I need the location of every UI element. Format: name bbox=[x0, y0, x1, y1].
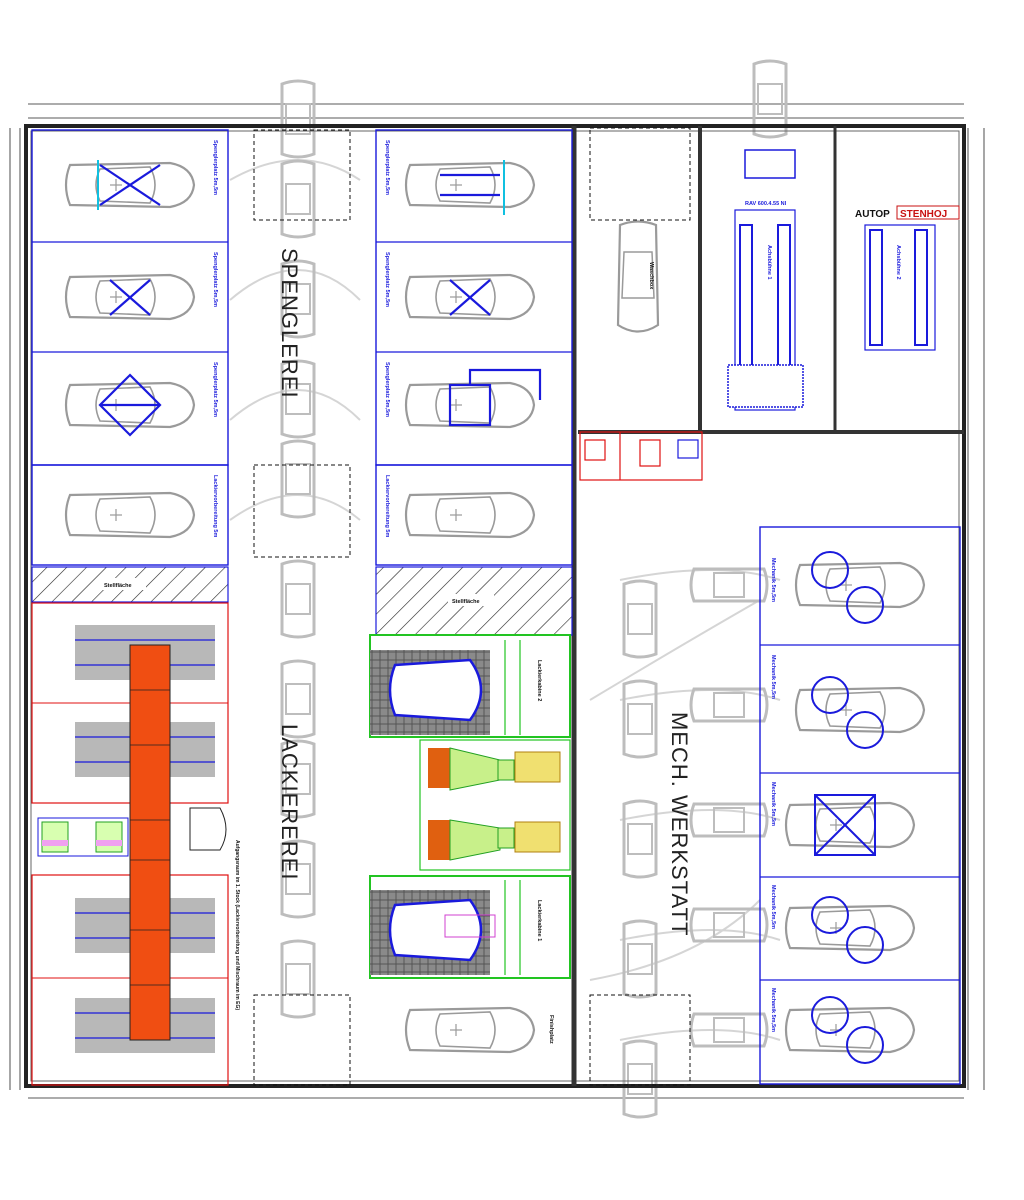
air-units bbox=[419, 739, 571, 871]
mechanik-label-1: Mechanik 5m,5m bbox=[770, 558, 776, 602]
mechanik-label-4: Mechanik 5m,5m bbox=[770, 885, 776, 929]
lackiervorber-label-r: Lackiervorbereitung 5m bbox=[384, 475, 390, 537]
spengler-bays-right: Spenglerplatz 5m,5m Spenglerplatz 5m,5m … bbox=[375, 129, 573, 466]
spengler-label-r1: Spenglerplatz 5m,5m bbox=[384, 140, 390, 195]
zone-spenglerei: SPENGLEREI bbox=[277, 248, 302, 399]
spengler-label-l3: Spenglerplatz 5m,5m bbox=[212, 362, 218, 417]
spengler-label-r2: Spenglerplatz 5m,5m bbox=[384, 252, 390, 307]
lackierkabine-2-label: Lackierkabine 2 bbox=[536, 660, 542, 701]
brand-logo: AUTOP STENHOJ bbox=[853, 205, 961, 220]
stellflaeche-areas: Stellfläche Stellfläche bbox=[31, 566, 573, 636]
achsbuehne-2: Achsbühne 2 bbox=[864, 224, 936, 351]
lackierkabine-2: Lackierkabine 2 bbox=[369, 634, 571, 738]
spengler-label-l2: Spenglerplatz 5m,5m bbox=[212, 252, 218, 307]
dashed-openings bbox=[253, 127, 691, 1086]
zone-lackiererei: LACKIEREREI bbox=[277, 724, 302, 881]
lackierkabine-1: Lackierkabine 1 bbox=[369, 875, 571, 979]
mechanik-label-2: Mechanik 5m,5m bbox=[770, 655, 776, 699]
aufgang-label: Aufgangsraum im 1. Stock (Lackiervorbere… bbox=[234, 840, 240, 1010]
finishplatz: Finishplatz bbox=[404, 1006, 554, 1054]
lifter-sub-1: RAV 600.4.55 NI bbox=[745, 201, 787, 207]
compressor-room bbox=[579, 431, 703, 481]
waschbox-label: Waschbox bbox=[648, 262, 654, 290]
mechanik-bays: Mechanik 5m,5m Mechanik 5m,5m Mechanik 5… bbox=[759, 526, 961, 1085]
brand-part-b: STENHOJ bbox=[900, 209, 947, 220]
paint-prep-left: Aufgangsraum im 1. Stock (Lackiervorbere… bbox=[31, 602, 240, 1086]
waschbox: Waschbox bbox=[616, 220, 660, 333]
mechanik-label-3: Mechanik 5m,5m bbox=[770, 782, 776, 826]
zone-mech-werkstatt: MECH. WERKSTATT bbox=[667, 712, 692, 936]
stellflaeche-label-r: Stellfläche bbox=[452, 599, 480, 605]
spengler-bays-left: Spenglerplatz 5m,5m Spenglerplatz 5m,5m … bbox=[31, 129, 229, 466]
achsbuehne-2-label: Achsbühne 2 bbox=[895, 245, 901, 280]
spengler-label-r3: Spenglerplatz 5m,5m bbox=[384, 362, 390, 417]
achsbuehne-1-label: Achsbühne 1 bbox=[766, 245, 772, 280]
achsbuehne-1: Achsbühne 1 RAV 600.4.55 NI bbox=[727, 149, 804, 411]
brand-part-a: AUTOP bbox=[855, 209, 890, 220]
lackierkabine-1-label: Lackierkabine 1 bbox=[536, 900, 542, 941]
spengler-label-l1: Spenglerplatz 5m,5m bbox=[212, 140, 218, 195]
lackiervorbereitung-bays: Lackiervorbereitung 5m Lackiervorbereitu… bbox=[31, 464, 573, 566]
finishplatz-label: Finishplatz bbox=[548, 1015, 554, 1044]
stellflaeche-label-l: Stellfläche bbox=[104, 583, 132, 589]
mechanik-label-5: Mechanik 5m,5m bbox=[770, 988, 776, 1032]
lackiervorber-label-l: Lackiervorbereitung 5m bbox=[212, 475, 218, 537]
dimension-lines bbox=[9, 103, 985, 1099]
